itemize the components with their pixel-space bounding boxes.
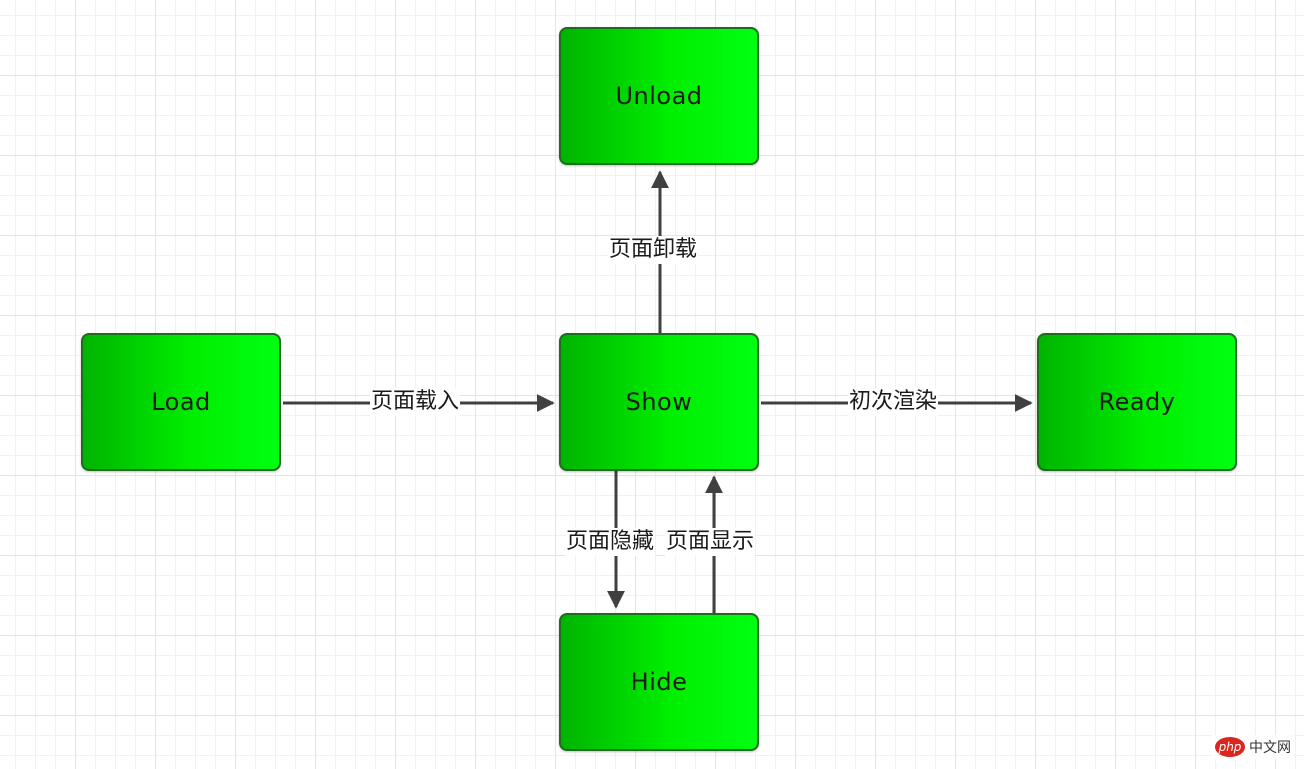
node-ready[interactable]: Ready <box>1037 333 1237 471</box>
node-show-label: Show <box>625 388 693 416</box>
php-logo-icon: php <box>1215 737 1245 757</box>
node-load[interactable]: Load <box>81 333 281 471</box>
node-load-label: Load <box>151 388 211 416</box>
edge-label-show-to-ready: 初次渲染 <box>848 388 939 416</box>
node-ready-label: Ready <box>1098 388 1176 416</box>
edge-label-load-to-show: 页面载入 <box>370 388 461 416</box>
edge-label-hide-to-show: 页面显示 <box>665 528 756 556</box>
edge-label-show-to-unload: 页面卸载 <box>608 236 699 264</box>
edge-label-show-to-hide: 页面隐藏 <box>565 528 656 556</box>
node-show[interactable]: Show <box>559 333 759 471</box>
node-hide-label: Hide <box>630 668 688 696</box>
watermark-text: 中文网 <box>1249 740 1291 756</box>
watermark: php 中文网 <box>1212 735 1294 759</box>
node-hide[interactable]: Hide <box>559 613 759 751</box>
node-unload-label: Unload <box>615 82 703 110</box>
node-unload[interactable]: Unload <box>559 27 759 165</box>
